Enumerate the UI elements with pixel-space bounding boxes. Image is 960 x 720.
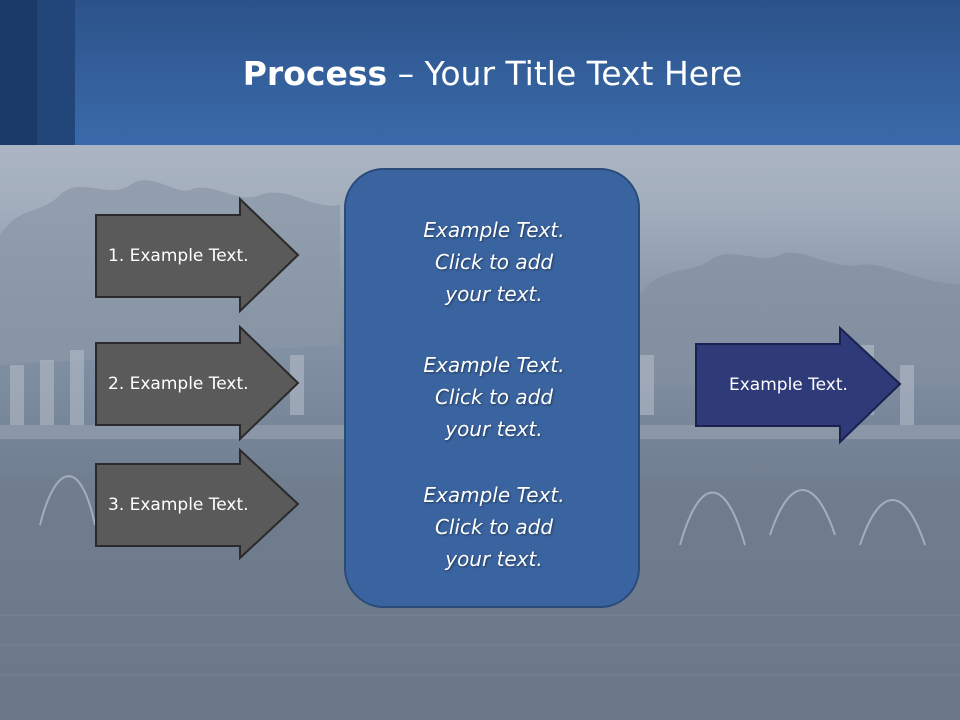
center-text-1-line-2: Click to add <box>434 250 554 274</box>
title-bold: Process <box>242 54 388 93</box>
header-accent-mid <box>37 0 75 145</box>
center-text-2-line-2: Click to add <box>434 385 554 409</box>
center-content-box[interactable]: Example Text. Click to add your text. Ex… <box>344 168 640 608</box>
center-text-2-line-3: your text. <box>445 417 543 441</box>
step-arrow-1[interactable]: 1. Example Text. <box>95 196 300 314</box>
step-arrow-3-label: 3. Example Text. <box>108 495 249 515</box>
step-arrow-3[interactable]: 3. Example Text. <box>95 447 300 564</box>
center-text-3-line-1: Example Text. <box>423 483 565 507</box>
center-text-2-line-1: Example Text. <box>423 353 565 377</box>
center-text-3-line-2: Click to add <box>434 515 554 539</box>
center-text-block-3: Example Text. Click to add your text. <box>346 479 642 575</box>
center-text-block-1: Example Text. Click to add your text. <box>346 214 642 310</box>
result-arrow-label: Example Text. <box>729 375 848 395</box>
center-text-3-line-3: your text. <box>445 547 543 571</box>
header-accent-dark <box>0 0 37 145</box>
slide-title[interactable]: Process – Your Title Text Here <box>0 50 960 98</box>
center-text-1-line-1: Example Text. <box>423 218 565 242</box>
result-arrow[interactable]: Example Text. <box>695 325 902 445</box>
step-arrow-2-label: 2. Example Text. <box>108 374 249 394</box>
header-band: Process – Your Title Text Here <box>0 0 960 145</box>
title-rest: – Your Title Text Here <box>387 54 743 93</box>
center-text-block-2: Example Text. Click to add your text. <box>346 349 642 445</box>
step-arrow-1-label: 1. Example Text. <box>108 246 249 266</box>
step-arrow-2[interactable]: 2. Example Text. <box>95 324 300 442</box>
center-text-1-line-3: your text. <box>445 282 543 306</box>
